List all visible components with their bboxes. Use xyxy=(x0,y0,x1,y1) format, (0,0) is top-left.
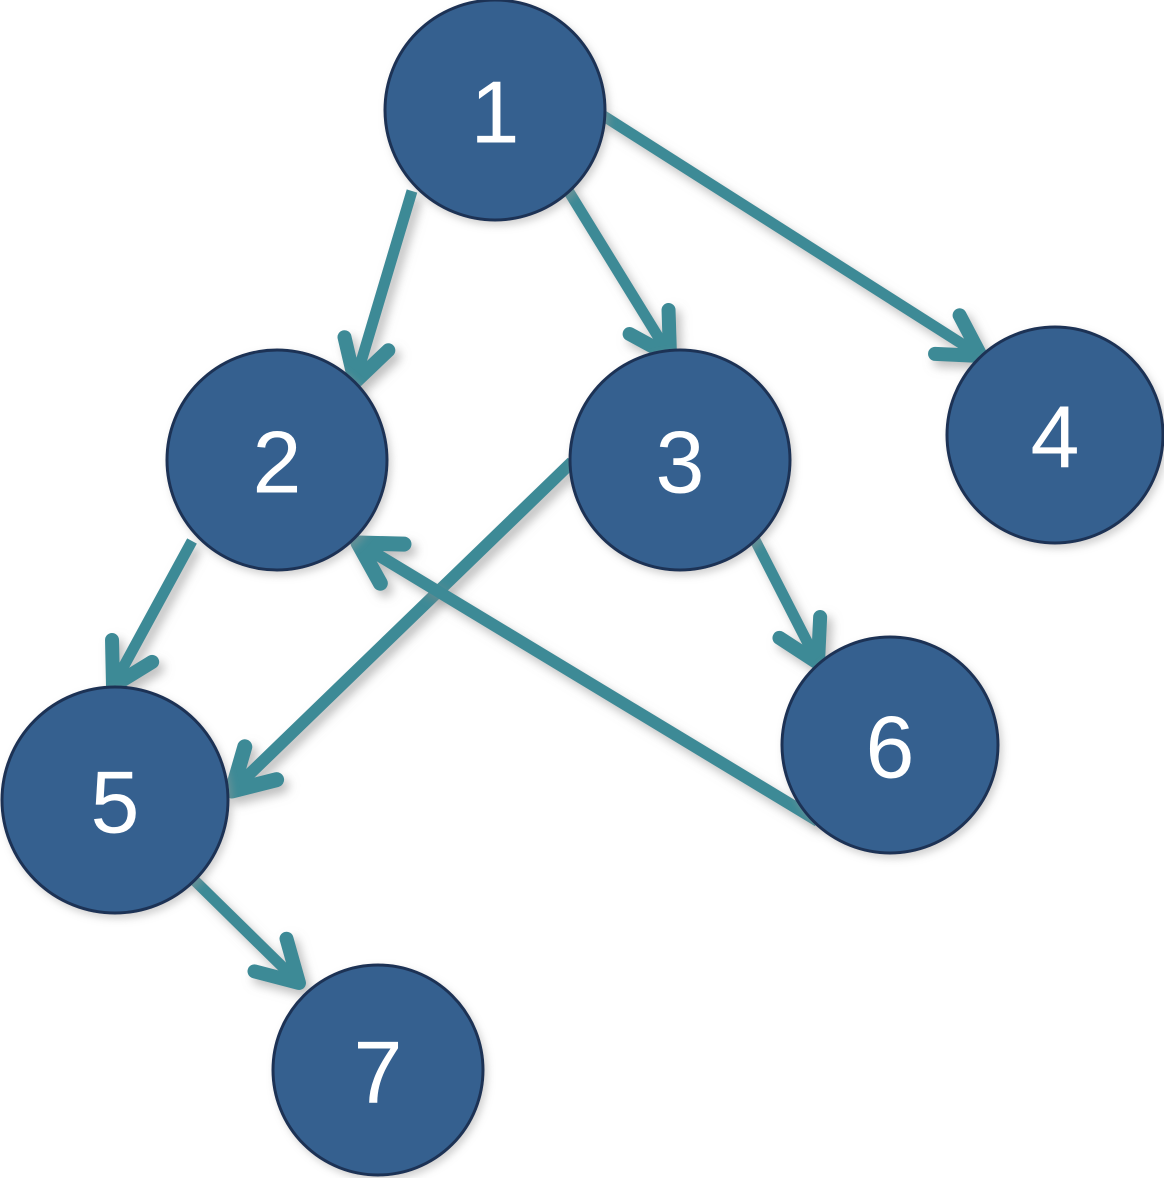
node-label-7: 7 xyxy=(354,1023,403,1122)
edge-1-to-3[interactable] xyxy=(561,184,677,363)
graph-node-1[interactable]: 1 xyxy=(383,0,607,222)
node-label-6: 6 xyxy=(866,698,915,797)
graph-node-5[interactable]: 5 xyxy=(0,685,230,915)
edge-shaft xyxy=(596,108,979,358)
edge-3-to-5[interactable] xyxy=(224,457,577,799)
node-circle[interactable] xyxy=(383,0,607,222)
node-circle[interactable] xyxy=(0,685,230,915)
graph-node-7[interactable]: 7 xyxy=(271,963,485,1177)
node-circle[interactable] xyxy=(568,348,792,572)
arrowhead-icon xyxy=(224,739,285,799)
edge-shaft xyxy=(186,872,299,983)
edge-1-to-2[interactable] xyxy=(337,189,418,389)
node-circle[interactable] xyxy=(271,963,485,1177)
graph-node-6[interactable]: 6 xyxy=(780,635,1000,855)
graph-node-4[interactable]: 4 xyxy=(945,325,1164,545)
node-label-5: 5 xyxy=(91,753,140,852)
arrowhead-icon xyxy=(350,535,412,591)
node-label-3: 3 xyxy=(656,413,705,512)
node-label-4: 4 xyxy=(1031,388,1080,487)
graph-node-2[interactable]: 2 xyxy=(165,348,389,572)
edge-3-to-6[interactable] xyxy=(750,537,828,670)
arrowhead-icon xyxy=(247,931,306,990)
node-label-2: 2 xyxy=(253,413,302,512)
edge-shaft xyxy=(561,184,672,354)
node-circle[interactable] xyxy=(780,635,1000,855)
edge-shaft xyxy=(111,538,197,684)
edges-layer xyxy=(105,108,988,990)
edge-6-to-2[interactable] xyxy=(350,535,822,827)
node-circle[interactable] xyxy=(945,325,1164,545)
edge-1-to-4[interactable] xyxy=(596,108,988,363)
graph-node-3[interactable]: 3 xyxy=(568,348,792,572)
node-label-1: 1 xyxy=(471,63,520,162)
edge-shaft xyxy=(232,457,577,792)
edge-2-to-5[interactable] xyxy=(105,538,197,693)
edge-shaft xyxy=(750,537,821,661)
edge-5-to-7[interactable] xyxy=(186,872,306,990)
node-circle[interactable] xyxy=(165,348,389,572)
edge-shaft xyxy=(351,189,418,378)
edge-shaft xyxy=(360,540,822,827)
